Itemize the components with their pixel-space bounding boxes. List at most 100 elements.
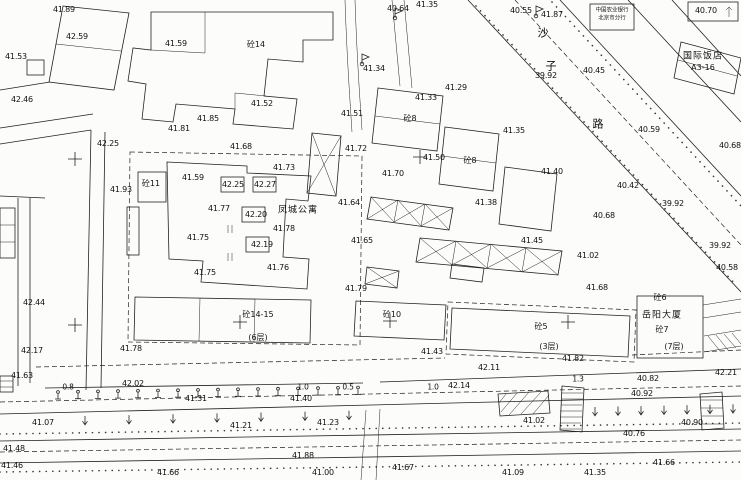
elevation-label: 41.40 — [290, 394, 312, 403]
elevation-label: 41.65 — [351, 236, 373, 245]
building-code-label: 砼11 — [141, 179, 161, 188]
elevation-label: 41.35 — [503, 126, 525, 135]
elevation-label: 41.34 — [363, 64, 385, 73]
building-name-label: 国际饭店 — [682, 51, 724, 62]
elevation-label: 41.35 — [416, 0, 438, 9]
elevation-label: 41.02 — [577, 251, 599, 260]
road-width-label: 0.8 — [62, 382, 74, 392]
elevation-label: 41.66 — [653, 458, 675, 467]
elevation-label: 39.92 — [662, 199, 684, 208]
elevation-label: 41.40 — [541, 167, 563, 176]
elevation-label: 41.77 — [208, 204, 230, 213]
building-code-label: 砼7 — [655, 325, 669, 334]
elevation-label: 41.52 — [251, 99, 273, 108]
elevation-label: 40.92 — [631, 389, 653, 398]
elevation-label: 39.92 — [535, 71, 557, 80]
elevation-label: 40.59 — [638, 125, 660, 134]
elevation-label: 41.89 — [53, 5, 75, 14]
elevation-label: 41.68 — [230, 142, 252, 151]
elevation-label: 41.81 — [168, 124, 190, 133]
elevation-label: 41.87 — [541, 10, 563, 19]
elevation-label: 41.07 — [32, 418, 54, 427]
elevation-label: 40.70 — [695, 6, 717, 15]
elevation-label: 40.58 — [716, 263, 738, 272]
top-right-boxes — [589, 1, 739, 31]
road-width-label: 1.3 — [572, 374, 584, 384]
building-code-label: (7层) — [664, 342, 684, 351]
building-code-label: (6层) — [248, 333, 268, 342]
elevation-label: 42.27 — [254, 180, 276, 189]
elevation-label: 41.59 — [165, 39, 187, 48]
building-code-label: 砼5 — [534, 322, 548, 331]
elevation-label: 40.42 — [617, 181, 639, 190]
elevation-label: 40.90 — [681, 418, 703, 427]
building-code-label: 砼14-15 — [242, 310, 274, 319]
elevation-label: 40.64 — [387, 4, 409, 13]
elevation-label: 39.92 — [709, 241, 731, 250]
elevation-label: 42.11 — [478, 363, 500, 372]
elevation-label: 41.85 — [197, 114, 219, 123]
elevation-label: 41.51 — [341, 109, 363, 118]
elevation-label: 41.33 — [415, 93, 437, 102]
elevation-label: 40.82 — [637, 374, 659, 383]
elevation-label: 41.75 — [194, 268, 216, 277]
elevation-label: 41.53 — [5, 52, 27, 61]
building-code-label: 砼10 — [382, 310, 402, 319]
building-code-label: 砼8 — [463, 156, 477, 165]
elevation-label: 42.20 — [245, 210, 267, 219]
elevation-label: 41.88 — [292, 451, 314, 460]
midright-buildings — [364, 87, 563, 289]
elevation-label: 41.43 — [421, 347, 443, 356]
building-code-label: 砼6 — [653, 293, 667, 302]
elevation-label: 42.19 — [251, 240, 273, 249]
elevation-label: 42.25 — [97, 139, 119, 148]
building-code-label: (3层) — [539, 342, 559, 351]
elevation-label: 41.76 — [267, 263, 289, 272]
elevation-label: 41.59 — [182, 173, 204, 182]
building-code-label: 砼14 — [246, 40, 266, 49]
elevation-label: 41.82 — [562, 354, 584, 363]
elevation-label: 42.46 — [11, 95, 33, 104]
elevation-label: 41.67 — [392, 463, 414, 472]
elevation-label: 41.02 — [523, 416, 545, 425]
left-roads — [0, 81, 106, 393]
road-width-label: 1.0 — [427, 382, 439, 392]
elevation-label: 40.68 — [593, 211, 615, 220]
street-name-char: 沙 — [537, 26, 549, 40]
elevation-label: 42.17 — [21, 346, 43, 355]
elevation-label: 42.21 — [715, 368, 737, 377]
topleft-buildings — [26, 5, 334, 130]
building-code-label: 砼8 — [403, 114, 417, 123]
elevation-label: 41.70 — [382, 169, 404, 178]
elevation-label: 41.72 — [345, 144, 367, 153]
elevation-label: 41.29 — [445, 83, 467, 92]
bottom-streets — [0, 349, 741, 480]
elevation-label: 41.93 — [110, 185, 132, 194]
elevation-label: 41.73 — [273, 163, 295, 172]
hatched-building — [306, 132, 342, 197]
elevation-label: 41.35 — [584, 468, 606, 477]
elevation-label: 41.38 — [475, 198, 497, 207]
elevation-label: 42.25 — [222, 180, 244, 189]
elevation-label: 41.31 — [185, 394, 207, 403]
diagonal-road — [344, 0, 741, 293]
elevation-label: 42.02 — [122, 379, 144, 388]
elevation-label: 41.46 — [1, 461, 23, 470]
street-name-char: 子 — [545, 59, 557, 73]
small-text-label: 中国农业银行 — [595, 7, 629, 14]
elevation-label: 41.78 — [120, 344, 142, 353]
building-code-label: A3-16 — [691, 63, 715, 72]
small-text-label: 北京市分行 — [598, 15, 626, 22]
elevation-label: 42.44 — [23, 298, 45, 307]
elevation-label: 41.21 — [230, 421, 252, 430]
elevation-label: 41.00 — [312, 468, 334, 477]
elevation-label: 40.76 — [623, 429, 645, 438]
street-name-char: 路 — [592, 117, 604, 131]
elevation-label: 40.55 — [510, 6, 532, 15]
elevation-label: 41.45 — [521, 236, 543, 245]
central-complex — [126, 151, 363, 346]
elevation-label: 40.68 — [719, 141, 741, 150]
